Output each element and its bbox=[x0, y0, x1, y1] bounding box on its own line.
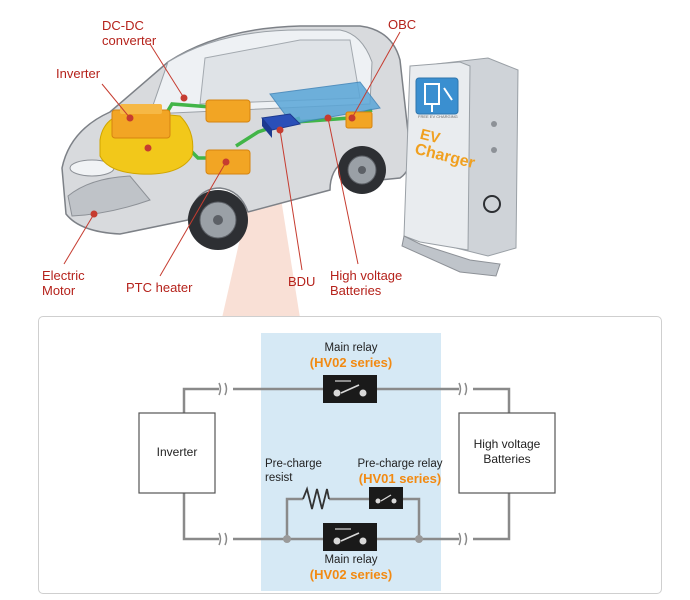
main-relay-top bbox=[323, 375, 377, 403]
battery-box-label: High voltage Batteries bbox=[459, 437, 555, 467]
precharge-resist-label: Pre-charge resist bbox=[265, 457, 335, 485]
callout-dcdc-line2: converter bbox=[102, 33, 157, 48]
main-relay-top-series: (HV02 series) bbox=[309, 355, 393, 370]
rear-wheel bbox=[338, 146, 386, 194]
callout-obc: OBC bbox=[388, 17, 417, 32]
callout-leaders bbox=[63, 31, 401, 277]
precharge-resistor bbox=[302, 486, 330, 510]
callout-motor-line2: Motor bbox=[42, 283, 76, 298]
circuit-junctions bbox=[283, 535, 423, 543]
callout-inverter: Inverter bbox=[56, 66, 101, 81]
car-body bbox=[61, 25, 412, 235]
inverter-box-label: Inverter bbox=[156, 445, 198, 459]
ev-charger bbox=[401, 57, 519, 277]
wire-precharge-return bbox=[403, 497, 421, 539]
dcdc-converter-block bbox=[205, 99, 251, 123]
precharge-resist-line1: Pre-charge bbox=[265, 458, 322, 470]
callout-dcdc-line1: DC-DC bbox=[102, 18, 144, 33]
bdu-block bbox=[261, 113, 302, 138]
front-wheel bbox=[188, 190, 248, 250]
precharge-relay-series: (HV01 series) bbox=[358, 471, 442, 486]
callout-dcdc-converter: DC-DC converter bbox=[102, 18, 156, 48]
callout-ptc-heater: PTC heater bbox=[126, 280, 193, 295]
callout-hv-line1: High voltage bbox=[330, 268, 403, 283]
callout-electric-motor: Electric Motor bbox=[42, 268, 85, 298]
circuit-schematic bbox=[138, 333, 556, 591]
callout-motor-line1: Electric bbox=[42, 268, 85, 283]
battery-box-line1: High voltage bbox=[473, 437, 541, 451]
wire-bottom-left bbox=[182, 493, 219, 541]
wire-top-right bbox=[473, 387, 511, 413]
precharge-resist-line2: resist bbox=[265, 472, 293, 484]
precharge-relay-label: Pre-charge relay bbox=[357, 458, 443, 470]
wire-top-left bbox=[182, 387, 219, 413]
callout-bdu: BDU bbox=[288, 274, 316, 289]
precharge-relay bbox=[369, 487, 403, 509]
charger-small-text: FREE EV CHARGING bbox=[418, 114, 458, 119]
wire-bottom-right bbox=[473, 493, 511, 541]
inverter-block bbox=[111, 104, 171, 139]
circuit-panel: Main relay (HV02 series) Pre-charge rela… bbox=[38, 316, 662, 594]
callout-hv-line2: Batteries bbox=[330, 283, 382, 298]
vehicle-illustration bbox=[61, 25, 519, 318]
main-relay-bottom-series: (HV02 series) bbox=[309, 567, 393, 582]
callout-hv-batteries: High voltage Batteries bbox=[330, 268, 402, 298]
wire-break-marks bbox=[218, 382, 468, 546]
hv-battery-block bbox=[269, 81, 381, 125]
inverter-box bbox=[138, 412, 216, 494]
battery-box-line2: Batteries bbox=[483, 452, 531, 466]
wire-precharge-branch bbox=[285, 497, 303, 539]
battery-box bbox=[458, 412, 556, 494]
main-relay-top-label: Main relay bbox=[324, 342, 378, 354]
main-relay-bottom-label: Main relay bbox=[324, 554, 378, 566]
bdu-projection-beam bbox=[222, 142, 300, 318]
main-relay-bottom bbox=[323, 523, 377, 551]
